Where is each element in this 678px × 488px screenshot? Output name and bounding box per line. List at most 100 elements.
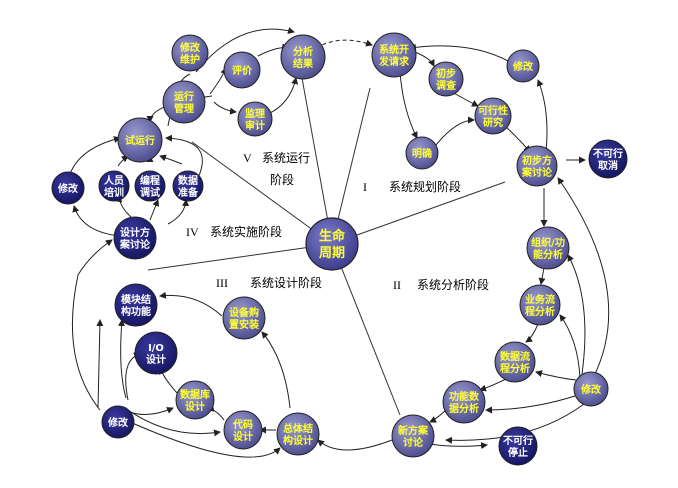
node-label: 试运行 xyxy=(125,134,155,147)
phase-4-label: 系统实施阶段 xyxy=(210,224,282,239)
node-circle xyxy=(519,284,561,326)
node-label: 设计 xyxy=(185,400,205,413)
node-label: 培训 xyxy=(104,186,124,199)
node-label: 明确 xyxy=(412,147,432,160)
node-label: 取消 xyxy=(598,159,618,172)
phase-3-label: 系统设计阶段 xyxy=(250,275,322,290)
center-label-line2: 周期 xyxy=(319,246,345,261)
node-circle xyxy=(117,117,163,163)
process-nodes: 系统开发请求初步调查明确可行性研究修改初步方案讨论不可行取消组织/功能分析业务流… xyxy=(51,32,628,466)
node-circle xyxy=(526,226,570,270)
node-label: 程分析 xyxy=(500,362,530,375)
node-label: 监理 xyxy=(245,107,265,120)
node-label: 维护 xyxy=(180,53,200,66)
node-label: 系统开 xyxy=(379,43,409,56)
node-label: 发请求 xyxy=(378,55,410,68)
node-label: 代码 xyxy=(232,418,253,431)
node-label: 设计方 xyxy=(120,226,150,239)
node-label: 模块结 xyxy=(121,293,151,306)
node-label: 数据库 xyxy=(180,388,210,401)
phase-1-label: 系统规划阶段 xyxy=(389,179,461,194)
phase-4-num: IV xyxy=(186,225,199,239)
node-pj: 评价 xyxy=(223,51,261,89)
node-label: 数据 xyxy=(178,174,198,187)
phase-2-label: 系统分析阶段 xyxy=(417,277,489,292)
node-circle xyxy=(51,171,85,205)
node-label: 不可行 xyxy=(593,147,623,160)
node-circle xyxy=(114,283,158,327)
node-label: 置安装 xyxy=(229,318,259,331)
node-label: 分析 xyxy=(293,45,313,58)
node-circle xyxy=(171,34,209,72)
node-label: 构设计 xyxy=(283,434,313,447)
node-label: 设计 xyxy=(233,430,253,443)
node-label: 运行 xyxy=(174,90,194,103)
node-circle xyxy=(516,145,558,187)
node-circle xyxy=(506,49,540,83)
node-xg_right: 修改 xyxy=(573,371,609,407)
node-label: 能分析 xyxy=(533,248,563,261)
node-label: 据分析 xyxy=(449,402,479,415)
node-syx: 试运行 xyxy=(117,117,163,163)
node-label: 初步方 xyxy=(522,154,552,167)
node-circle xyxy=(498,426,538,466)
node-label: 程分析 xyxy=(525,305,555,318)
node-label: 修改 xyxy=(107,416,129,429)
center-label-line1: 生命 xyxy=(319,228,346,244)
phase-3-num: III xyxy=(216,276,228,290)
node-label: 研究 xyxy=(483,116,503,129)
node-label: 评价 xyxy=(232,64,253,77)
phase-2-num: II xyxy=(393,278,401,292)
node-label: 案讨论 xyxy=(521,166,553,179)
node-circle xyxy=(222,296,266,340)
node-label: 人员 xyxy=(104,174,124,187)
node-circle xyxy=(98,170,130,202)
phase-divider-lines xyxy=(147,77,506,416)
phase-labels: I 系统规划阶段 II 系统分析阶段 III 系统设计阶段 IV 系统实施阶段 … xyxy=(186,151,489,292)
node-circle xyxy=(113,216,157,260)
node-label: 结果 xyxy=(293,57,314,70)
node-label: 业务流 xyxy=(525,293,555,306)
node-label: 设计 xyxy=(146,353,166,366)
phase-5-num: V xyxy=(243,151,252,165)
node-label: 数据流 xyxy=(500,350,530,363)
phase-5-label: 系统运行 xyxy=(262,151,310,165)
node-label: 讨论 xyxy=(403,436,424,449)
node-label: 调查 xyxy=(436,79,457,92)
node-label: 修改 xyxy=(512,60,534,73)
node-circle xyxy=(588,139,628,179)
node-xg_mid: 修改 xyxy=(51,171,85,205)
node-circle xyxy=(172,170,204,202)
node-label: 修改 xyxy=(179,41,201,54)
node-circle xyxy=(134,331,178,375)
node-iosj: I/O设计 xyxy=(134,331,178,375)
node-label: 编程 xyxy=(140,174,160,187)
node-xg_left: 修改 xyxy=(101,405,135,439)
center-node-life-cycle: 生命 周期 xyxy=(305,217,359,271)
node-circle xyxy=(371,32,417,78)
node-circle xyxy=(474,97,512,135)
node-circle xyxy=(237,101,273,137)
